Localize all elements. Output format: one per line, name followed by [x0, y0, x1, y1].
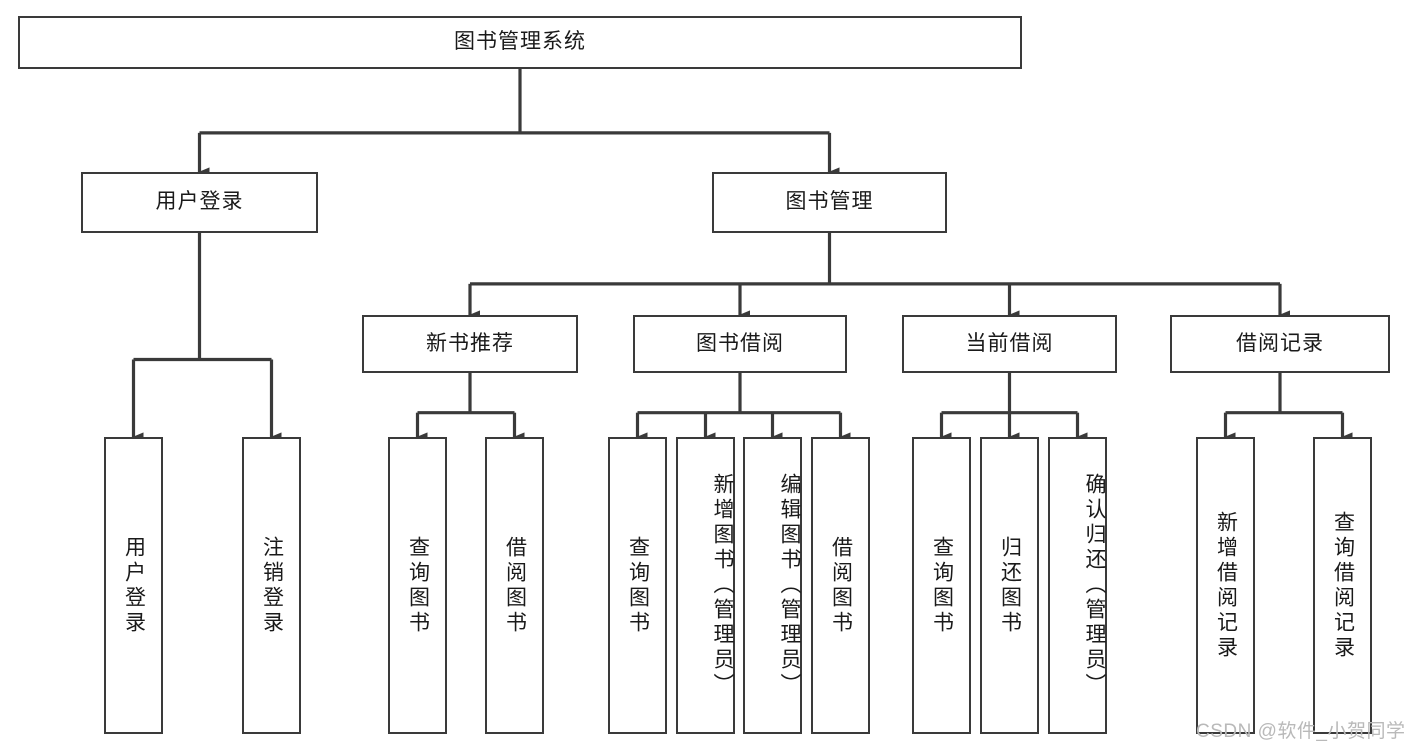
- node-root[interactable]: 图书管理系统: [18, 16, 1022, 69]
- node-label: 借阅图书: [829, 535, 853, 636]
- node-leaf-borrow-book-recommend[interactable]: 借阅图书: [485, 437, 544, 734]
- node-user-login[interactable]: 用户登录: [81, 172, 318, 233]
- node-leaf-query-book-borrow[interactable]: 查询图书: [608, 437, 667, 734]
- node-label: 借阅图书: [503, 535, 527, 636]
- node-label: 编辑图书（管理员）: [778, 473, 801, 698]
- node-label: 查询图书: [930, 535, 954, 636]
- node-borrow-record[interactable]: 借阅记录: [1170, 315, 1390, 373]
- node-current-borrow[interactable]: 当前借阅: [902, 315, 1117, 373]
- csdn-watermark: CSDN @软件_小贺同学: [1196, 721, 1405, 742]
- node-label: 查询借阅记录: [1331, 510, 1355, 661]
- node-leaf-query-book-recommend[interactable]: 查询图书: [388, 437, 447, 734]
- node-label: 查询图书: [626, 535, 650, 636]
- node-label: 借阅记录: [1236, 331, 1324, 355]
- node-leaf-query-borrow-record[interactable]: 查询借阅记录: [1313, 437, 1372, 734]
- node-leaf-confirm-return-admin[interactable]: 确认归还（管理员）: [1048, 437, 1107, 734]
- node-leaf-logout[interactable]: 注销登录: [242, 437, 301, 734]
- node-leaf-add-borrow-record[interactable]: 新增借阅记录: [1196, 437, 1255, 734]
- node-leaf-edit-book-admin[interactable]: 编辑图书（管理员）: [743, 437, 802, 734]
- node-label: 查询图书: [406, 535, 430, 636]
- node-label: 用户登录: [155, 190, 244, 214]
- node-label: 新增借阅记录: [1214, 510, 1238, 661]
- node-label: 新增图书（管理员）: [711, 473, 734, 698]
- node-book-borrow[interactable]: 图书借阅: [633, 315, 847, 373]
- node-label: 确认归还（管理员）: [1083, 473, 1106, 698]
- node-label: 用户登录: [122, 535, 146, 636]
- node-leaf-borrow-book[interactable]: 借阅图书: [811, 437, 870, 734]
- node-leaf-add-book-admin[interactable]: 新增图书（管理员）: [676, 437, 735, 734]
- node-leaf-user-login[interactable]: 用户登录: [104, 437, 163, 734]
- node-leaf-return-book[interactable]: 归还图书: [980, 437, 1039, 734]
- node-label: 归还图书: [998, 535, 1022, 636]
- node-leaf-query-book-current[interactable]: 查询图书: [912, 437, 971, 734]
- node-label: 图书借阅: [696, 331, 784, 355]
- node-label: 新书推荐: [426, 331, 514, 355]
- node-new-book-recommend[interactable]: 新书推荐: [362, 315, 578, 373]
- node-label: 图书管理系统: [454, 30, 586, 54]
- node-label: 图书管理: [785, 190, 874, 214]
- node-book-management[interactable]: 图书管理: [712, 172, 947, 233]
- node-label: 注销登录: [260, 535, 284, 636]
- node-label: 当前借阅: [965, 331, 1054, 355]
